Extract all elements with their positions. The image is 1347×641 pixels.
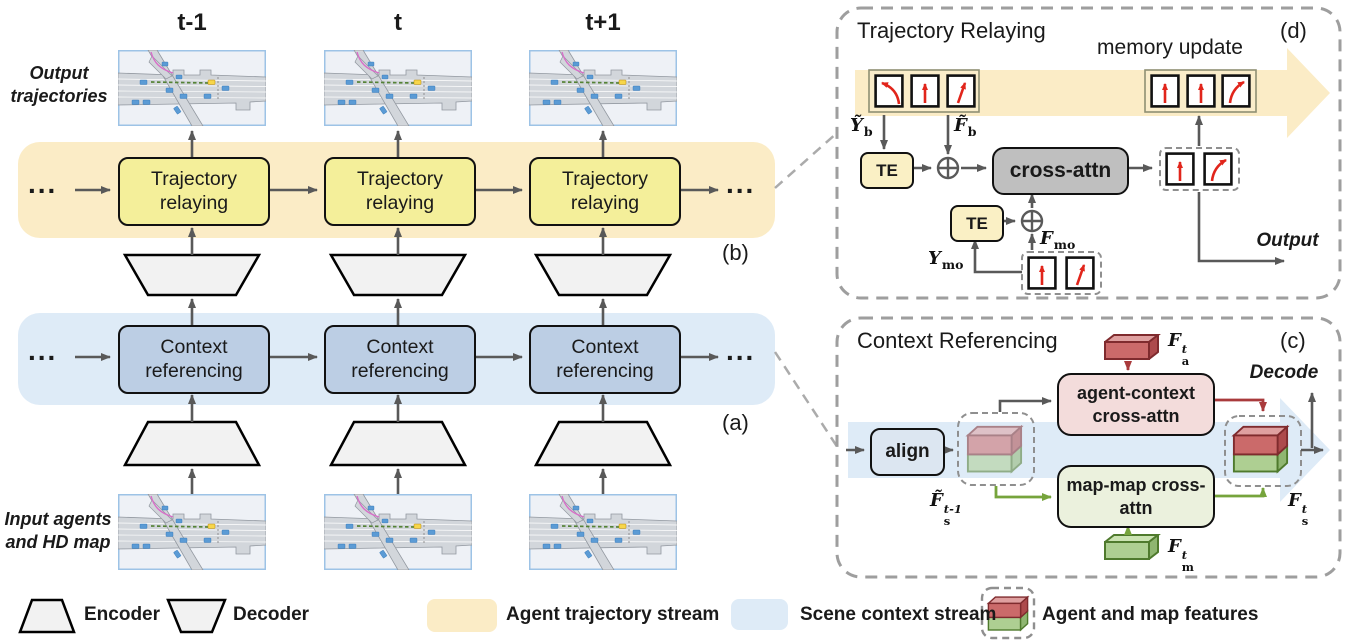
trajectory-relaying-box-3: Trajectory relaying <box>529 157 681 226</box>
align-box: align <box>870 428 945 476</box>
label-fmo: Fmo <box>1040 228 1076 252</box>
legend-scene-stream-swatch <box>731 599 788 630</box>
stream-tag-a: (a) <box>722 410 749 435</box>
cross-attn-box: cross-attn <box>992 147 1129 195</box>
column-header-t-plus-1: t+1 <box>585 9 621 36</box>
encoder-shapes <box>122 420 673 467</box>
input-map-t <box>324 494 472 570</box>
agent-context-cross-attn-box: agent-context cross-attn <box>1057 373 1215 436</box>
label-fb: F̃b <box>954 115 977 139</box>
context-referencing-box-3: Context referencing <box>529 325 681 394</box>
input-map-t-minus-1 <box>118 494 266 570</box>
flow-arrows <box>75 130 719 494</box>
panel-c-title: Context Referencing <box>857 328 1058 353</box>
panel-d-arrows <box>880 115 1285 274</box>
output-map-t <box>324 50 472 126</box>
panel-d-title: Trajectory Relaying <box>857 18 1046 43</box>
missing-object-group <box>1021 251 1102 295</box>
temporal-encoding-box-1: TE <box>860 152 914 189</box>
label-ymo: Ymo <box>928 248 964 272</box>
relayed-trajectory-group <box>1159 147 1240 191</box>
trajectory-relaying-box-2: Trajectory relaying <box>324 157 476 226</box>
legend-decoder-label: Decoder <box>233 604 310 625</box>
stream-tag-b: (b) <box>722 240 749 265</box>
output-label: Output <box>1256 230 1319 251</box>
connector-to-panel-c <box>773 351 840 449</box>
map-feature-box <box>1104 534 1159 560</box>
context-referencing-box-1: Context referencing <box>118 325 270 394</box>
legend-decoder-shape <box>166 598 227 634</box>
legend-feature-swatch <box>980 586 1036 640</box>
panel-d-border <box>835 6 1342 300</box>
context-referencing-box-2: Context referencing <box>324 325 476 394</box>
column-header-t: t <box>394 9 402 36</box>
ellipsis-b-right: ... <box>726 168 756 199</box>
agent-feature-box <box>1104 334 1159 360</box>
input-map-t-plus-1 <box>529 494 677 570</box>
aligned-feature-group <box>957 412 1035 486</box>
memory-update-label: memory update <box>1097 36 1243 59</box>
trajectory-relaying-box-1: Trajectory relaying <box>118 157 270 226</box>
panel-c-tag: (c) <box>1280 328 1306 353</box>
label-yb: Ỹb <box>850 115 873 139</box>
connector-to-panel-d <box>774 131 839 189</box>
legend-encoder-shape <box>18 598 76 634</box>
output-trajectories-label: Output trajectories <box>10 62 108 106</box>
memory-group-updated <box>1144 69 1257 113</box>
input-agents-label: Input agents and HD map <box>4 508 112 552</box>
panel-c-border <box>835 316 1342 579</box>
legend-encoder-label: Encoder <box>84 604 161 625</box>
map-map-cross-attn-box: map-map cross-attn <box>1057 465 1215 528</box>
legend-features-label: Agent and map features <box>1042 604 1259 625</box>
decode-label: Decode <box>1249 362 1319 383</box>
ellipsis-a-left: ... <box>28 335 58 366</box>
agent-feature-arrows <box>1124 361 1267 412</box>
legend-agent-stream-swatch <box>427 599 497 632</box>
panel-d-tag: (d) <box>1280 18 1307 43</box>
output-map-t-minus-1 <box>118 50 266 126</box>
ellipsis-b-left: ... <box>28 168 58 199</box>
ellipsis-a-right: ... <box>726 335 756 366</box>
legend-agent-stream-label: Agent trajectory stream <box>506 604 720 625</box>
column-header-t-minus-1: t-1 <box>177 9 207 36</box>
legend-scene-stream-label: Scene context stream <box>800 604 997 625</box>
temporal-encoding-box-2: TE <box>950 205 1004 242</box>
memory-group-previous <box>868 69 980 113</box>
decoder-shapes <box>122 253 673 297</box>
output-map-t-plus-1 <box>529 50 677 126</box>
add-operator-icon <box>936 156 1044 233</box>
